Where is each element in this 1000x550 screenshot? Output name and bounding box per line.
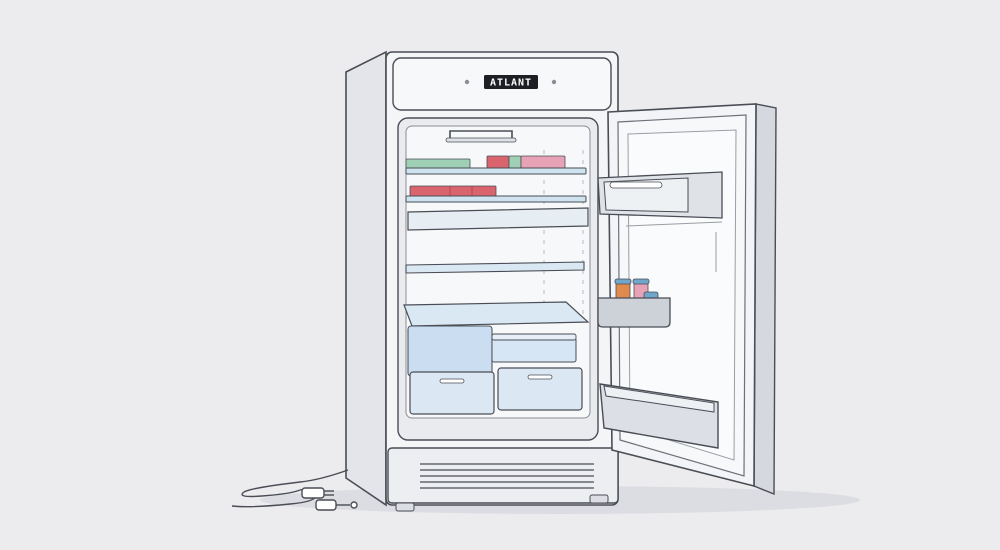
glass-shelf-3 — [407, 207, 589, 231]
door-shelf-middle — [597, 297, 671, 328]
fridge-door — [597, 103, 777, 496]
door-bottle-bin-rim — [603, 385, 715, 413]
power-plug-2-body — [315, 499, 337, 511]
door-edge — [753, 103, 777, 496]
indicator-light-right — [551, 79, 557, 85]
foot-left — [395, 502, 415, 512]
crisper-drawer-left — [407, 325, 493, 377]
foot-right — [589, 494, 609, 504]
glass-shelf-2 — [405, 195, 587, 203]
brand-badge — [484, 75, 538, 89]
jar-orange-2-lid — [632, 278, 650, 285]
food-box-red-small — [486, 155, 510, 169]
door-dairy-lid-handle — [609, 181, 663, 189]
indicator-light-left — [464, 79, 470, 85]
glass-shelf-4 — [405, 261, 585, 274]
bottom-drawer-right — [497, 367, 583, 411]
food-box-green-small — [508, 155, 522, 169]
crisper-cover — [403, 301, 590, 327]
power-cord-plug-icon — [231, 469, 358, 511]
jar-orange-1 — [615, 281, 631, 301]
food-container-lid — [491, 333, 577, 341]
food-box-pink — [520, 155, 566, 169]
interior-light-base — [445, 137, 517, 143]
cabinet-side-panel — [345, 50, 387, 507]
glass-shelf-1 — [405, 167, 587, 175]
food-box-green — [405, 158, 471, 169]
bottom-drawer-right-handle — [527, 374, 553, 380]
food-container-clear — [491, 337, 577, 363]
bottom-drawer-left-handle — [439, 378, 465, 384]
brand-label: ATLANT — [490, 78, 532, 89]
power-plug-body — [301, 487, 325, 499]
food-tray-red — [409, 185, 497, 197]
fridge-cabinet: ATLANT — [345, 50, 619, 512]
power-plug-2-end — [350, 501, 358, 509]
interior-light-handle — [449, 130, 513, 140]
bottom-drawer-left — [409, 371, 495, 415]
door-recess-line-1 — [625, 221, 723, 227]
power-cord — [241, 469, 349, 498]
jar-orange-1-lid — [614, 278, 632, 285]
vent-grille — [420, 463, 594, 489]
